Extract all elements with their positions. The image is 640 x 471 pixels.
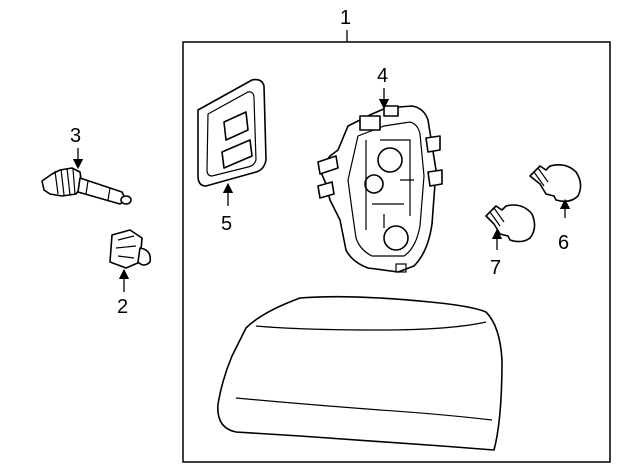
callout-1-label: 1: [340, 7, 351, 29]
callout-4-label: 4: [377, 65, 388, 87]
assembly-frame: [182, 30, 611, 463]
clip-part: [109, 229, 152, 269]
bulb-7-part: [485, 204, 536, 243]
lamp-lens-part: [217, 295, 503, 451]
callout-5-label: 5: [221, 213, 232, 235]
callout-7-label: 7: [490, 257, 501, 279]
gasket-part: [197, 78, 267, 187]
callout-6-label: 6: [558, 232, 569, 254]
callout-2-label: 2: [117, 296, 128, 318]
callout-3-label: 3: [70, 125, 81, 147]
screw-part: [41, 167, 132, 205]
bulb-carrier-part: [317, 105, 443, 273]
bulb-6-part: [529, 164, 582, 203]
